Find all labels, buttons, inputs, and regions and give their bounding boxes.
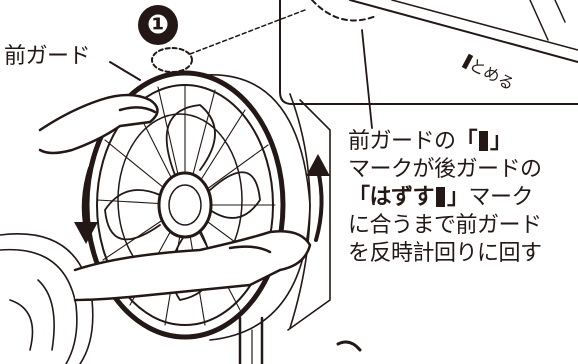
- instruction-text: 前ガードの「」 マークが後ガードの 「はずす」マーク に合うまで前ガード を反時…: [348, 128, 542, 268]
- fan-stand: [238, 316, 362, 364]
- instruction-line-3: 「はずす」マーク: [348, 185, 534, 210]
- dashed-marker-circle: [151, 47, 193, 73]
- fan-hub: [157, 171, 213, 239]
- hands: [38, 93, 312, 302]
- step-number-badge: ❶: [138, 5, 178, 45]
- instruction-line-4: に合うまで前ガード: [348, 213, 542, 238]
- front-guard-label: 前ガード: [4, 44, 91, 69]
- release-marker-icon: [436, 187, 446, 207]
- rear-guard: [204, 74, 331, 341]
- instruction-line-5: を反時計回りに回す: [348, 241, 542, 266]
- inset-box: [279, 0, 578, 105]
- dashed-callout: [311, 0, 377, 22]
- arrow-up-right: [314, 168, 324, 242]
- instruction-line-1: 前ガードの「」: [348, 129, 512, 154]
- front-guard-marker-icon: [479, 131, 489, 151]
- instruction-line-2: マークが後ガードの: [348, 157, 542, 182]
